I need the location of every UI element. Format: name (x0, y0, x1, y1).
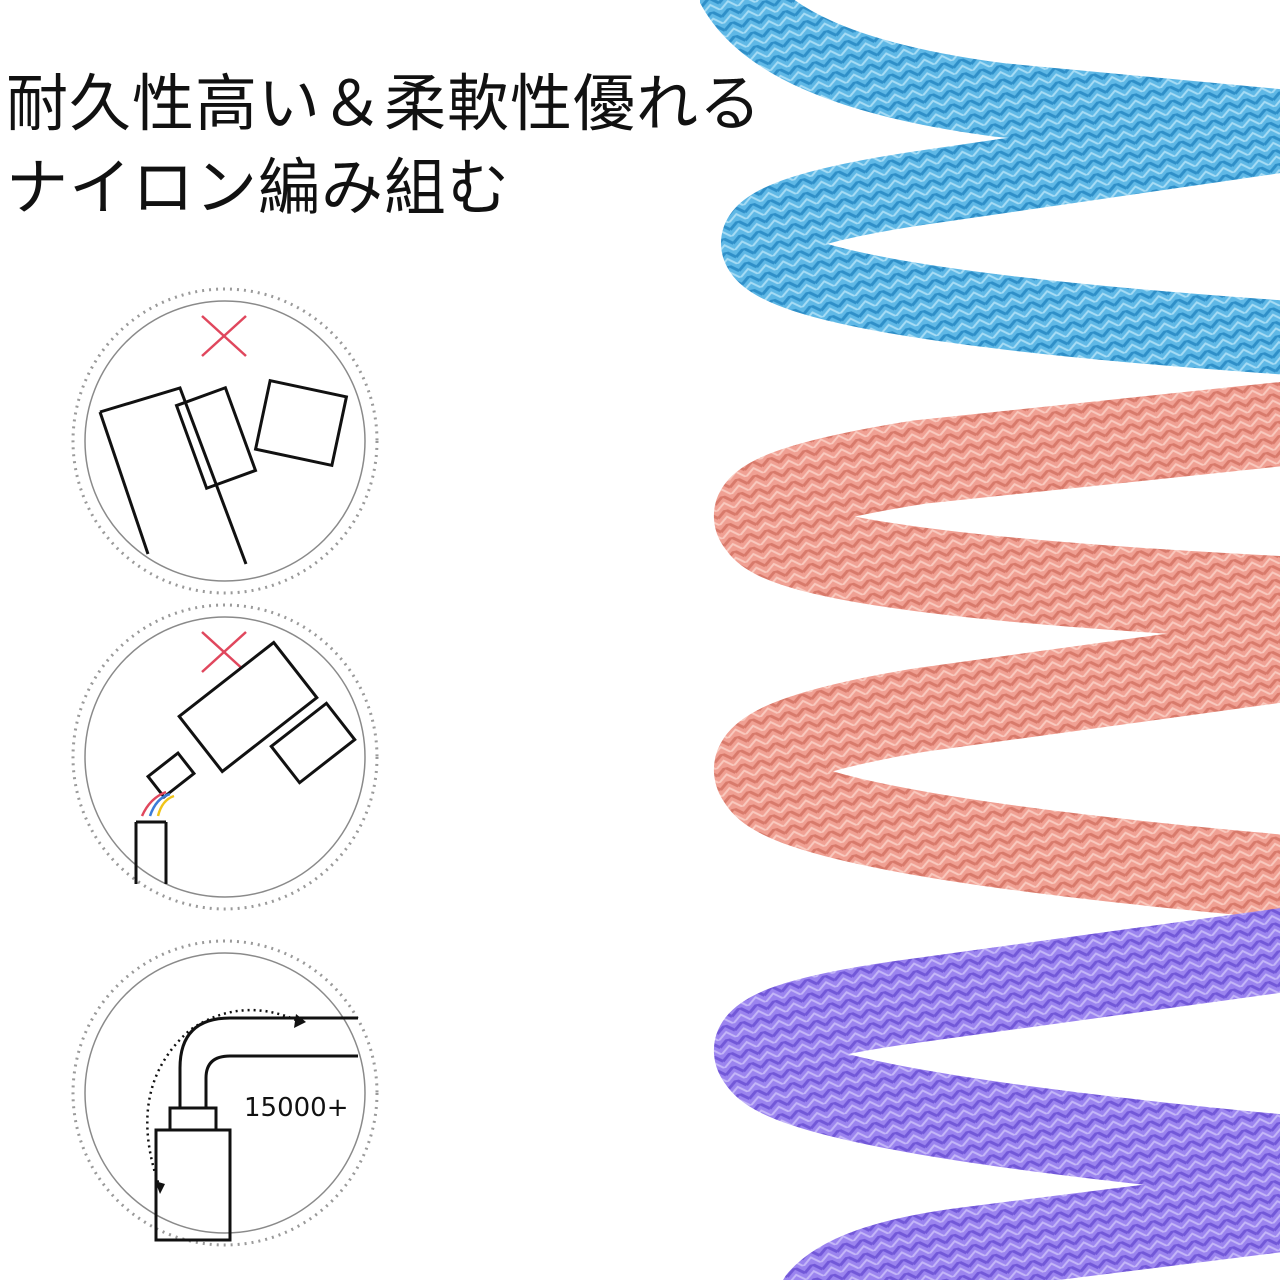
badge-frayed-wires (70, 602, 380, 912)
cable-pink (714, 381, 1280, 919)
frayed-wires-illustration (71, 603, 379, 911)
badge-broken-connector (70, 286, 380, 596)
headline: 耐久性高い＆柔軟性優れる ナイロン編み組む (6, 62, 762, 230)
bend-count-label: 15000+ (244, 1093, 349, 1123)
cable-blue (700, 0, 1280, 375)
broken-connector-illustration (71, 287, 379, 595)
cable-purple (714, 908, 1280, 1280)
badge-bend-test: 15000+ (70, 938, 380, 1248)
braided-cables-photo (700, 0, 1280, 1280)
headline-line-1: 耐久性高い＆柔軟性優れる (6, 67, 763, 140)
headline-line-2: ナイロン編み組む (6, 151, 511, 224)
bend-test-illustration: 15000+ (71, 939, 379, 1247)
cross-icon (201, 631, 247, 673)
cross-icon (201, 315, 247, 357)
